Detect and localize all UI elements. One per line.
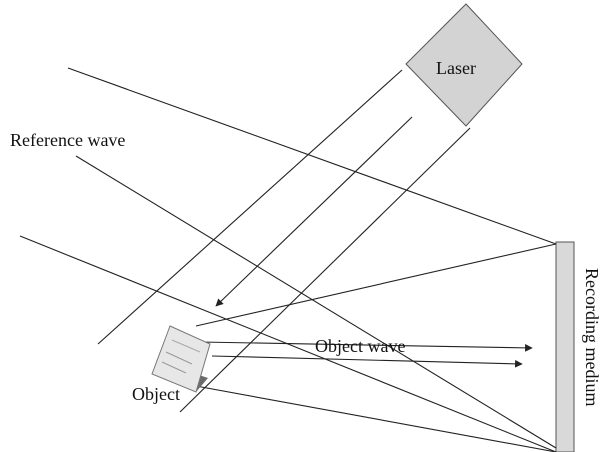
reference-wave-label: Reference wave [10,130,125,150]
object-ray-lower [195,385,557,452]
object-label: Object [132,384,180,404]
reference-ray-middle [75,155,557,449]
object-ray-arrow-1 [199,341,533,352]
object-detail-1 [165,351,193,365]
object-detail-3 [171,339,201,353]
object-wave-label: Object wave [315,336,405,356]
object-wave-rays [195,243,557,452]
laser-box [405,3,523,127]
recording-medium-plate [555,241,575,452]
laser-beam-outer [97,69,403,345]
laser-beam-arrow [215,116,413,307]
reference-ray-top [67,67,557,245]
laser-label: Laser [436,58,476,78]
object-detail-2 [161,361,187,374]
recording-medium-label: Recording medium [582,268,602,406]
object-ray-arrow-2 [211,355,523,368]
laser: Laser [405,3,523,127]
object-icon [151,325,211,393]
laser-beam-inner [179,127,471,413]
laser-beams [97,69,471,413]
object-ray-upper [195,243,557,327]
reference-wave-rays [19,67,557,452]
